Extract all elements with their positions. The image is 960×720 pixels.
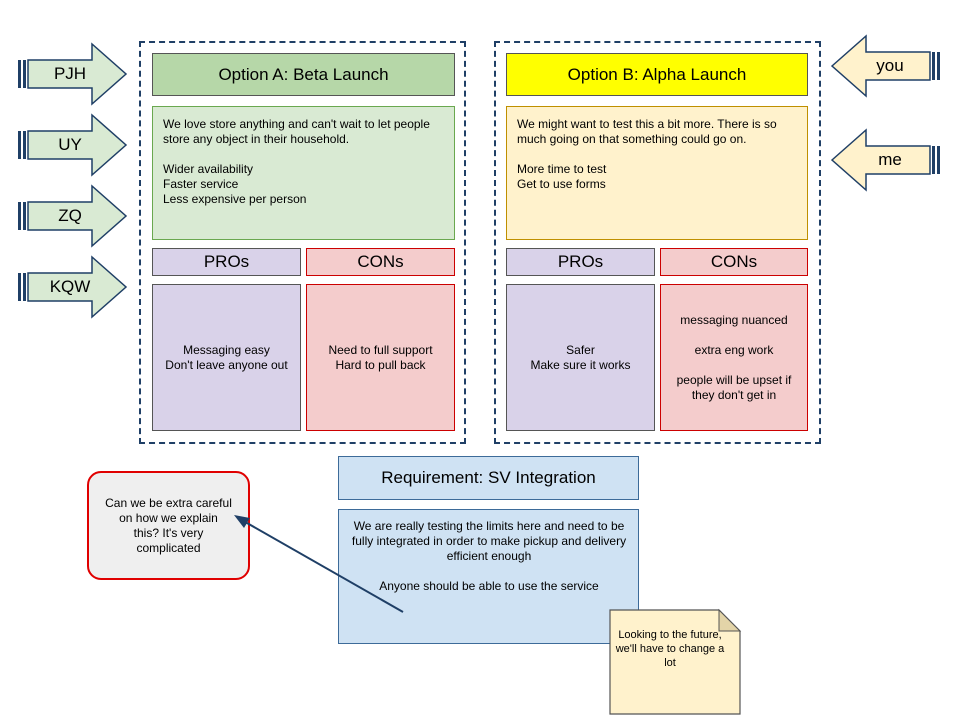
arrow-right-shape <box>18 42 128 106</box>
voter-label: me <box>878 150 902 169</box>
option-a-pros: Messaging easy Don't leave anyone out <box>152 284 301 431</box>
arrow-left-shape <box>830 128 940 192</box>
option-a-cons-header: CONs <box>306 248 455 276</box>
option-b-pros: Safer Make sure it works <box>506 284 655 431</box>
voter-label: you <box>876 56 904 75</box>
requirement-text: We are really testing the limits here an… <box>351 519 627 593</box>
sticky-note-shape <box>609 608 742 715</box>
voter-label: PJH <box>53 64 87 83</box>
option-b-group <box>494 41 821 444</box>
comment-bubble: Can we be extra careful on how we explai… <box>87 471 250 580</box>
arrow-right-shape <box>18 184 128 248</box>
option-b-cons: messaging nuanced extra eng work people … <box>660 284 808 431</box>
arrow-right-shape <box>18 113 128 177</box>
option-b-cons-header: CONs <box>660 248 808 276</box>
sticky-note-text: Looking to the future, we'll have to cha… <box>615 629 725 669</box>
arrow-right-shape <box>18 255 128 319</box>
option-a-title: Option A: Beta Launch <box>152 53 455 96</box>
requirement-title: Requirement: SV Integration <box>338 456 639 500</box>
comment-text: Can we be extra careful on how we explai… <box>105 495 232 555</box>
option-b-pros-header: PROs <box>506 248 655 276</box>
option-b-title: Option B: Alpha Launch <box>506 53 808 96</box>
option-b-description: We might want to test this a bit more. T… <box>506 106 808 240</box>
option-a-cons: Need to full support Hard to pull back <box>306 284 455 431</box>
voter-label: ZQ <box>58 206 82 225</box>
option-a-description: We love store anything and can't wait to… <box>152 106 455 240</box>
voter-label: KQW <box>49 277 91 296</box>
arrow-left-shape <box>830 34 940 98</box>
option-a-pros-header: PROs <box>152 248 301 276</box>
requirement-description <box>338 509 639 644</box>
voter-label: UY <box>58 135 82 154</box>
option-a-group <box>139 41 466 444</box>
